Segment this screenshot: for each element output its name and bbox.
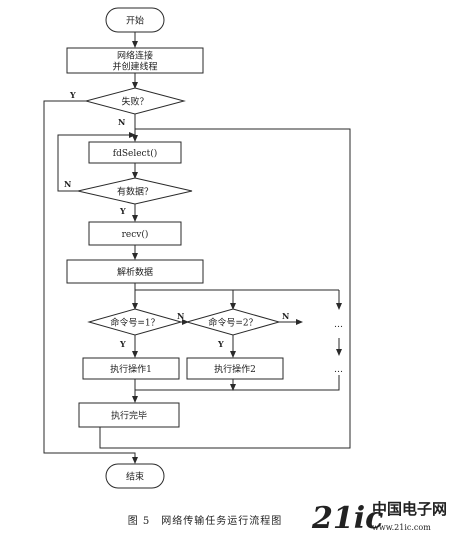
recv-label: recv() bbox=[122, 229, 149, 240]
label-data-yes: Y bbox=[119, 206, 126, 216]
ellipsis-bottom: … bbox=[334, 365, 343, 375]
label-cmd1-yes: Y bbox=[119, 339, 126, 349]
node-op1: 执行操作1 bbox=[82, 357, 180, 380]
node-end: 结束 bbox=[105, 463, 165, 489]
watermark: 21ic 中国电子网 www.21ic.com bbox=[311, 500, 447, 536]
edge-data-no bbox=[57, 132, 136, 192]
node-parse: 解析数据 bbox=[66, 259, 204, 284]
start-label: 开始 bbox=[126, 15, 144, 27]
node-fdselect: fdSelect() bbox=[88, 141, 182, 164]
figure-caption: 图 5 网络传输任务运行流程图 bbox=[128, 514, 283, 527]
cmd2-label: 命令号=2？ bbox=[208, 317, 257, 329]
node-recv: recv() bbox=[88, 221, 182, 246]
edge-collector bbox=[135, 384, 340, 391]
op1-label: 执行操作1 bbox=[110, 363, 152, 375]
label-data-no: N bbox=[64, 179, 71, 189]
node-has-data-decision: 有数据？ bbox=[77, 177, 193, 205]
ellipsis-top: … bbox=[334, 320, 343, 330]
node-cmd2-decision: 命令号=2？ bbox=[185, 308, 281, 336]
edge-loop-back bbox=[79, 128, 351, 449]
node-start: 开始 bbox=[105, 7, 165, 33]
node-fail-decision: 失败？ bbox=[84, 87, 186, 115]
connect-label-line2: 并创建线程 bbox=[112, 61, 157, 73]
label-fail-yes: Y bbox=[69, 90, 76, 100]
edge-fail-yes bbox=[43, 100, 138, 464]
done-label: 执行完毕 bbox=[111, 410, 147, 422]
has-data-label: 有数据？ bbox=[117, 186, 153, 198]
connect-label-line1: 网络连接 bbox=[117, 50, 153, 62]
fdselect-label: fdSelect() bbox=[113, 148, 157, 159]
fail-label: 失败？ bbox=[121, 96, 148, 108]
label-cmd1-no: N bbox=[177, 311, 184, 321]
node-op2: 执行操作2 bbox=[186, 357, 284, 380]
label-cmd2-no: N bbox=[282, 311, 289, 321]
parse-label: 解析数据 bbox=[117, 266, 153, 278]
label-cmd2-yes: Y bbox=[217, 339, 224, 349]
node-cmd1-decision: 命令号=1？ bbox=[87, 308, 183, 336]
watermark-name: 中国电子网 bbox=[372, 500, 447, 518]
watermark-brand: 21ic bbox=[311, 501, 383, 536]
op2-label: 执行操作2 bbox=[214, 363, 256, 375]
label-fail-no: N bbox=[118, 117, 125, 127]
watermark-url: www.21ic.com bbox=[372, 523, 431, 532]
end-label: 结束 bbox=[126, 471, 144, 483]
node-done: 执行完毕 bbox=[78, 402, 180, 428]
node-connect: 网络连接 并创建线程 bbox=[66, 47, 204, 74]
cmd1-label: 命令号=1？ bbox=[110, 317, 159, 329]
